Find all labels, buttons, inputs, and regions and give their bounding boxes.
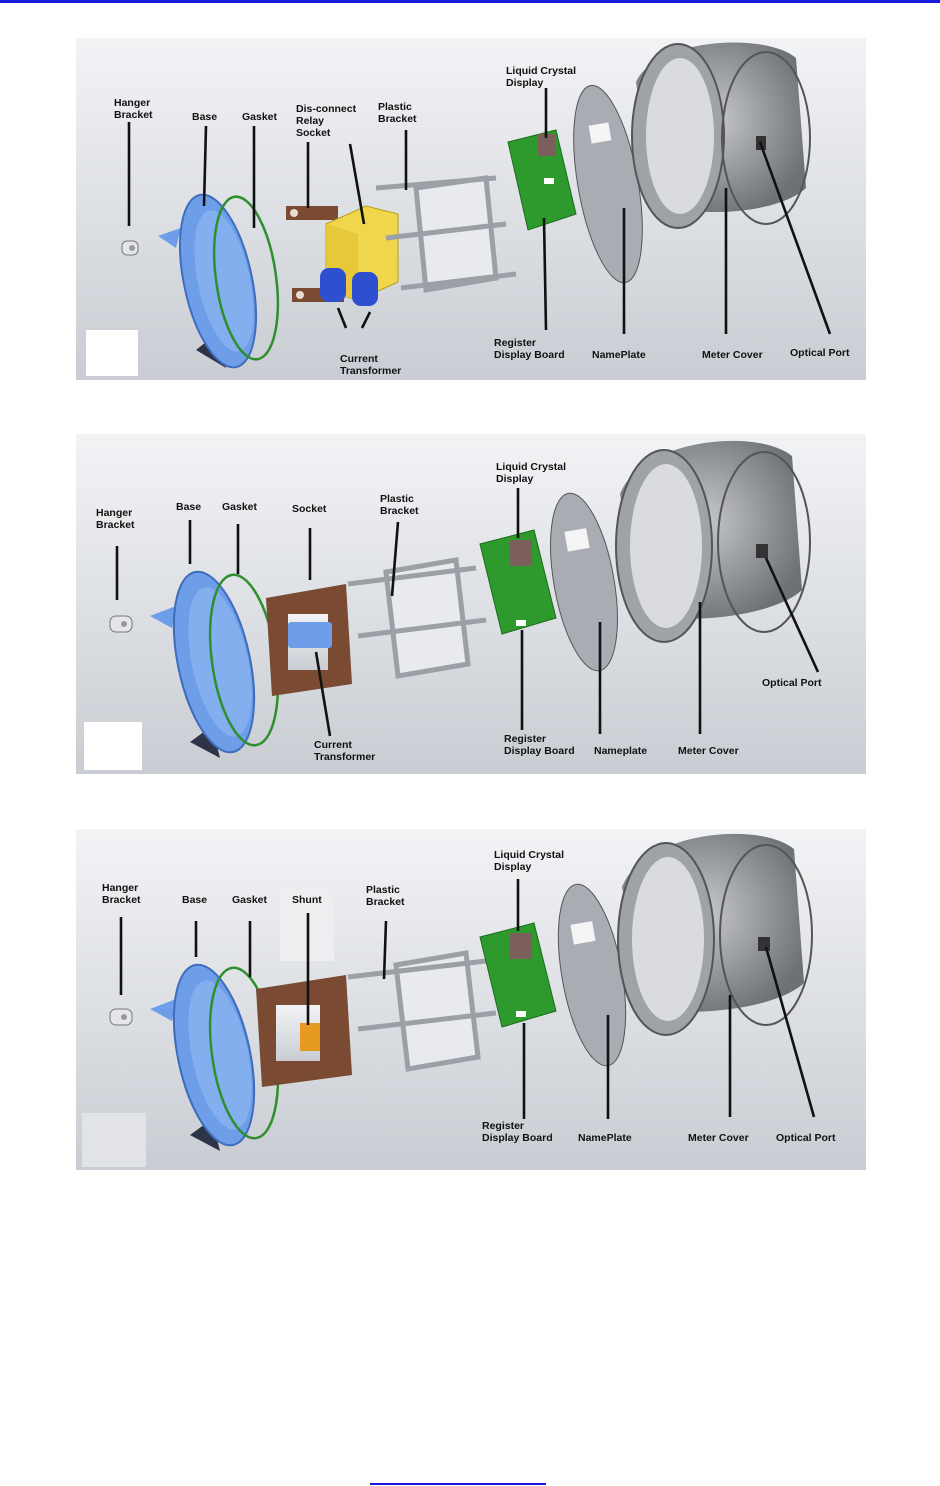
label-gasket: Gasket bbox=[232, 894, 268, 906]
label-base: Base bbox=[182, 894, 207, 906]
label-register-display-board: Register bbox=[482, 1120, 524, 1132]
label-gasket: Gasket bbox=[222, 501, 258, 513]
label-plastic-bracket: Plastic bbox=[378, 101, 412, 113]
svg-text:Relay: Relay bbox=[296, 115, 324, 127]
label-plastic-bracket: Plastic bbox=[366, 884, 400, 896]
label-optical-port: Optical Port bbox=[776, 1132, 836, 1144]
svg-text:Display: Display bbox=[494, 861, 532, 873]
blank-patch bbox=[86, 330, 138, 376]
svg-text:Display: Display bbox=[496, 473, 534, 485]
svg-text:Display Board: Display Board bbox=[482, 1132, 553, 1144]
svg-text:Transformer: Transformer bbox=[340, 365, 401, 377]
leader-lines bbox=[119, 879, 816, 1119]
label-plastic-bracket: Plastic bbox=[380, 493, 414, 505]
diagram-labels: Hanger Bracket Base Gasket Socket Plasti… bbox=[96, 461, 822, 763]
blank-patch bbox=[82, 1113, 146, 1167]
current-transformer-part bbox=[320, 268, 378, 306]
svg-text:Hanger: Hanger bbox=[114, 97, 150, 109]
svg-text:Bracket: Bracket bbox=[114, 109, 153, 121]
current-transformer-part bbox=[288, 622, 332, 648]
svg-text:Display: Display bbox=[506, 77, 544, 89]
diagram-labels: Hanger Bracket Base Gasket Dis-connect R… bbox=[114, 65, 850, 377]
label-nameplate: NamePlate bbox=[592, 349, 646, 361]
label-current-transformer: Current bbox=[314, 739, 352, 751]
svg-text:Bracket: Bracket bbox=[380, 505, 419, 517]
label-meter-cover: Meter Cover bbox=[678, 745, 739, 757]
label-disconnect-relay-socket: Dis-connect bbox=[296, 103, 357, 115]
top-rule bbox=[0, 0, 940, 3]
svg-text:Transformer: Transformer bbox=[314, 751, 375, 763]
svg-text:Bracket: Bracket bbox=[96, 519, 135, 531]
label-nameplate: Nameplate bbox=[594, 745, 647, 757]
label-liquid-crystal-display: Liquid Crystal bbox=[494, 849, 564, 861]
optical-port-part bbox=[756, 544, 768, 558]
hanger-bracket-part bbox=[121, 240, 139, 256]
label-shunt: Shunt bbox=[292, 894, 322, 906]
lcd-window bbox=[510, 933, 532, 959]
base-part bbox=[158, 193, 257, 369]
svg-text:Display Board: Display Board bbox=[494, 349, 565, 361]
bottom-link-underline[interactable] bbox=[370, 1483, 546, 1485]
label-hanger-bracket: Hanger bbox=[96, 507, 132, 519]
label-hanger-bracket: Hanger bbox=[114, 97, 150, 109]
leader-lines bbox=[115, 488, 820, 737]
shunt-part bbox=[300, 1023, 320, 1051]
label-register-display-board: Register bbox=[504, 733, 546, 745]
label-liquid-crystal-display: Liquid Crystal bbox=[496, 461, 566, 473]
gasket-ring bbox=[212, 195, 280, 361]
plastic-bracket-part bbox=[347, 950, 497, 1072]
label-socket: Socket bbox=[292, 503, 327, 515]
label-nameplate: NamePlate bbox=[578, 1132, 632, 1144]
label-hanger-bracket: Hanger bbox=[102, 882, 138, 894]
label-register-display-board: Register bbox=[494, 337, 536, 349]
label-base: Base bbox=[192, 111, 217, 123]
label-current-transformer: Current bbox=[340, 353, 378, 365]
label-meter-cover: Meter Cover bbox=[688, 1132, 749, 1144]
label-optical-port: Optical Port bbox=[762, 677, 822, 689]
register-display-board-part bbox=[479, 529, 557, 635]
leader-lines bbox=[127, 88, 832, 335]
label-gasket: Gasket bbox=[242, 111, 278, 123]
optical-port-part bbox=[758, 937, 770, 951]
meter-diagram-current-transformer: Hanger Bracket Base Gasket Socket Plasti… bbox=[76, 434, 866, 776]
register-display-board-part bbox=[507, 129, 577, 231]
base-part bbox=[150, 963, 256, 1151]
plastic-bracket-part bbox=[347, 557, 487, 679]
base-part bbox=[150, 570, 256, 758]
meter-cover-part bbox=[615, 440, 811, 643]
label-liquid-crystal-display: Liquid Crystal bbox=[506, 65, 576, 77]
meter-cover-part bbox=[617, 833, 813, 1036]
lcd-window bbox=[510, 540, 532, 566]
svg-text:Bracket: Bracket bbox=[378, 113, 417, 125]
diagram-labels: Hanger Bracket Base Gasket Shunt Plastic… bbox=[102, 849, 836, 1144]
svg-text:Bracket: Bracket bbox=[366, 896, 405, 908]
lcd-window bbox=[538, 134, 556, 156]
register-display-board-part bbox=[479, 922, 557, 1028]
hanger-bracket-part bbox=[109, 615, 133, 633]
label-base: Base bbox=[176, 501, 201, 513]
svg-text:Bracket: Bracket bbox=[102, 894, 141, 906]
svg-text:Socket: Socket bbox=[296, 127, 331, 139]
meter-cover-part bbox=[631, 42, 811, 229]
meter-diagram-disconnect-relay: Hanger Bracket Base Gasket Dis-connect R… bbox=[76, 38, 866, 380]
label-meter-cover: Meter Cover bbox=[702, 349, 763, 361]
meter-diagram-shunt: Hanger Bracket Base Gasket Shunt Plastic… bbox=[76, 829, 866, 1171]
svg-text:Display Board: Display Board bbox=[504, 745, 575, 757]
blank-patch bbox=[84, 722, 142, 770]
label-optical-port: Optical Port bbox=[790, 347, 850, 359]
hanger-bracket-part bbox=[109, 1008, 133, 1026]
plastic-bracket-part bbox=[375, 175, 517, 293]
